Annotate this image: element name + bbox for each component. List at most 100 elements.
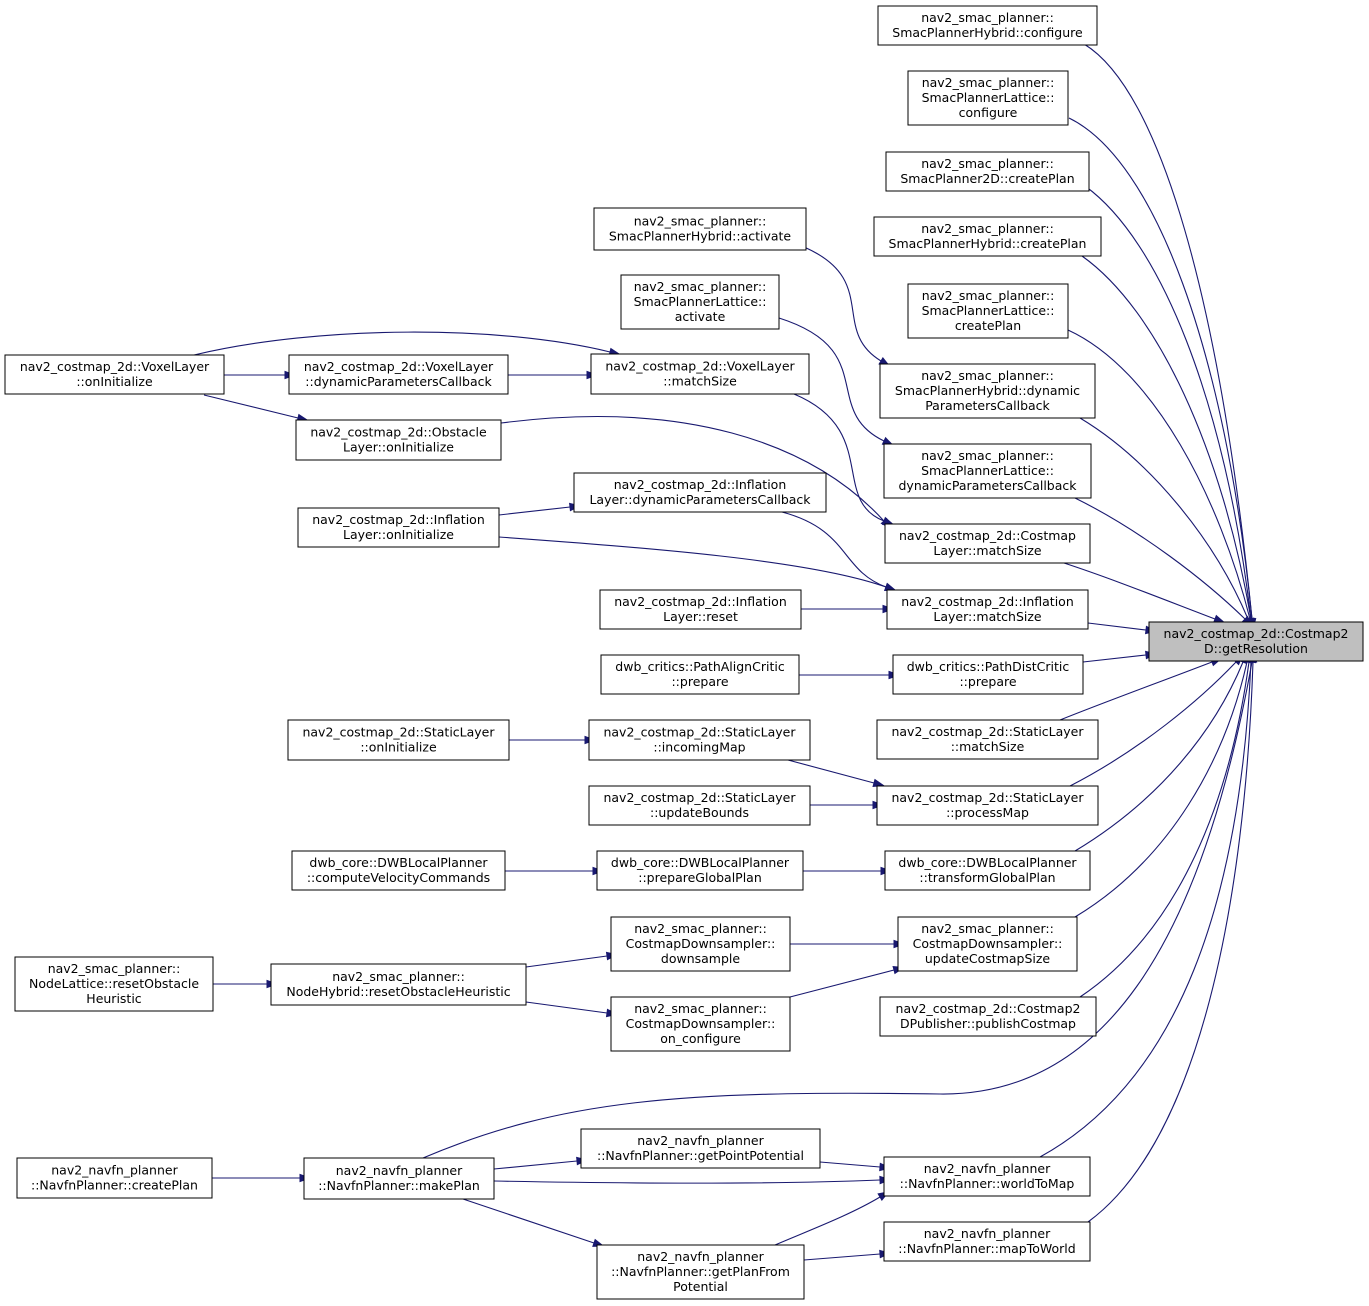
node-voxel-matchsize[interactable]: nav2_costmap_2d::VoxelLayer::matchSize	[590, 353, 810, 395]
edge-dwb-prepareglobalplan-to-dwb-transformglobalplan	[803, 866, 893, 876]
edge-line	[1081, 255, 1252, 620]
node-navfn-worldtomap[interactable]: nav2_navfn_planner::NavfnPlanner::worldT…	[883, 1156, 1091, 1197]
node-pathalign-prepare[interactable]: dwb_critics::PathAlignCritic::prepare	[600, 654, 800, 695]
node-inflation-oninitialize[interactable]: nav2_costmap_2d::InflationLayer::onIniti…	[297, 507, 500, 548]
node-box	[610, 916, 791, 972]
node-box	[573, 472, 827, 513]
node-label: dwb_core::DWBLocalPlanner	[898, 855, 1077, 870]
node-pathdist-prepare[interactable]: dwb_critics::PathDistCritic::prepare	[892, 654, 1084, 695]
node-lattice-dynparams[interactable]: nav2_smac_planner::SmacPlannerLattice::d…	[883, 443, 1092, 499]
edge-line	[525, 1001, 608, 1014]
node-inflation-matchsize[interactable]: nav2_costmap_2d::InflationLayer::matchSi…	[886, 589, 1089, 630]
target-node-box	[1148, 621, 1364, 662]
node-hybrid-activate[interactable]: nav2_smac_planner::SmacPlannerHybrid::ac…	[593, 207, 807, 251]
node-box	[883, 443, 1092, 499]
node-static-incomingmap[interactable]: nav2_costmap_2d::StaticLayer::incomingMa…	[588, 719, 811, 761]
node-box	[297, 507, 500, 548]
node-box	[892, 654, 1084, 695]
node-box	[596, 1244, 805, 1300]
edge-line	[493, 1179, 881, 1184]
node-publisher-publishcostmap[interactable]: nav2_costmap_2d::Costmap2DPublisher::pub…	[879, 996, 1097, 1037]
node-static-oninitialize[interactable]: nav2_costmap_2d::StaticLayer::onInitiali…	[287, 719, 510, 761]
node-label: nav2_costmap_2d::StaticLayer	[603, 790, 796, 805]
node-hybrid-createplan[interactable]: nav2_smac_planner::SmacPlannerHybrid::cr…	[873, 216, 1102, 257]
node-static-matchsize[interactable]: nav2_costmap_2d::StaticLayer::matchSize	[876, 719, 1099, 760]
node-lattice-activate[interactable]: nav2_smac_planner::SmacPlannerLattice::a…	[620, 274, 780, 330]
node-lattice-configure[interactable]: nav2_smac_planner::SmacPlannerLattice::c…	[907, 70, 1069, 126]
node-hybrid-configure[interactable]: nav2_smac_planner::SmacPlannerHybrid::co…	[877, 5, 1098, 46]
node-box	[907, 70, 1069, 126]
node-label: nav2_costmap_2d::VoxelLayer	[605, 359, 795, 374]
edge-line	[1087, 661, 1254, 1223]
node-hybrid-dynparams[interactable]: nav2_smac_planner::SmacPlannerHybrid::dy…	[879, 363, 1096, 419]
node-label: ::prepareGlobalPlan	[638, 870, 762, 885]
node-navfn-getplanfrompotential[interactable]: nav2_navfn_planner::NavfnPlanner::getPla…	[596, 1244, 805, 1300]
node-label: ::matchSize	[951, 739, 1025, 754]
node-planner2d-createplan[interactable]: nav2_smac_planner::SmacPlanner2D::create…	[885, 151, 1090, 192]
node-label: nav2_costmap_2d::VoxelLayer	[304, 359, 494, 374]
node-downsampler-onconfigure[interactable]: nav2_smac_planner::CostmapDownsampler::o…	[610, 996, 791, 1052]
edge-line	[1082, 654, 1147, 663]
node-label: dwb_core::DWBLocalPlanner	[611, 855, 790, 870]
edge-hybrid-activate-to-hybrid-dynparams	[803, 246, 891, 367]
node-navfn-makeplan[interactable]: nav2_navfn_planner::NavfnPlanner::makePl…	[303, 1157, 495, 1200]
node-dwb-transformglobalplan[interactable]: dwb_core::DWBLocalPlanner::transformGlob…	[884, 850, 1091, 891]
node-box	[897, 916, 1078, 972]
node-label: ::prepare	[959, 674, 1016, 689]
edge-navfn-makeplan-to-navfn-worldtomap	[493, 1175, 892, 1185]
node-voxel-dynparams[interactable]: nav2_costmap_2d::VoxelLayer::dynamicPara…	[288, 354, 509, 395]
edge-downsampler-downsample-to-downsampler-updatecostmapsize	[790, 939, 906, 949]
node-label: nav2_costmap_2d::StaticLayer	[891, 790, 1084, 805]
node-navfn-createplan[interactable]: nav2_navfn_planner::NavfnPlanner::create…	[16, 1157, 213, 1199]
edge-line	[1083, 43, 1253, 620]
node-static-processmap[interactable]: nav2_costmap_2d::StaticLayer::processMap	[876, 785, 1099, 826]
node-dwb-prepareglobalplan[interactable]: dwb_core::DWBLocalPlanner::prepareGlobal…	[596, 850, 804, 891]
edge-line	[789, 969, 895, 998]
node-obstacle-oninitialize[interactable]: nav2_costmap_2d::ObstacleLayer::onInitia…	[295, 419, 502, 461]
node-label: CostmapDownsampler::	[913, 936, 1063, 951]
node-downsampler-updatecostmapsize[interactable]: nav2_smac_planner::CostmapDownsampler::u…	[897, 916, 1078, 972]
node-label: nav2_smac_planner::	[921, 921, 1054, 936]
node-navfn-getpointpotential[interactable]: nav2_navfn_planner::NavfnPlanner::getPoi…	[580, 1128, 821, 1169]
node-static-updatebounds[interactable]: nav2_costmap_2d::StaticLayer::updateBoun…	[588, 785, 811, 826]
edge-line	[803, 1253, 881, 1261]
node-lattice-createplan[interactable]: nav2_smac_planner::SmacPlannerLattice::c…	[907, 283, 1069, 339]
node-label: ::dynamicParametersCallback	[305, 374, 492, 389]
edge-line	[1074, 661, 1244, 852]
edge-voxel-dynparams-to-voxel-matchsize	[508, 370, 599, 380]
node-label: ::incomingMap	[653, 740, 745, 755]
node-box	[884, 850, 1091, 891]
node-label: SmacPlannerLattice::	[921, 463, 1054, 478]
edge-line	[1059, 661, 1213, 721]
node-label: Layer::onInitialize	[343, 440, 454, 455]
node-inflation-dynparams[interactable]: nav2_costmap_2d::InflationLayer::dynamic…	[573, 472, 827, 513]
node-getresolution[interactable]: nav2_costmap_2d::Costmap2D::getResolutio…	[1148, 621, 1364, 662]
node-box	[610, 996, 791, 1052]
node-label: nav2_smac_planner::	[921, 156, 1054, 171]
node-label: ::onInitialize	[360, 740, 437, 755]
node-label: dynamicParametersCallback	[898, 478, 1077, 493]
node-box	[885, 151, 1090, 192]
node-label: DPublisher::publishCostmap	[900, 1016, 1076, 1031]
edge-line	[803, 246, 882, 362]
node-voxel-oninitialize[interactable]: nav2_costmap_2d::VoxelLayer::onInitializ…	[4, 354, 225, 395]
edge-line	[203, 394, 299, 419]
node-nodehybrid-resetobstacleheuristic[interactable]: nav2_smac_planner::NodeHybrid::resetObst…	[270, 963, 527, 1006]
edge-lattice-dynparams-to-getresolution	[1074, 497, 1254, 628]
arrowhead	[872, 778, 886, 788]
edge-line	[1039, 661, 1252, 1158]
node-box	[620, 274, 780, 330]
node-label: nav2_costmap_2d::Inflation	[614, 477, 787, 492]
node-label: Potential	[673, 1279, 728, 1294]
node-dwb-computevelocitycommands[interactable]: dwb_core::DWBLocalPlanner::computeVeloci…	[291, 850, 506, 891]
node-nodelattice-resetobstacleheuristic[interactable]: nav2_smac_planner::NodeLattice::resetObs…	[14, 956, 214, 1012]
node-label: NodeHybrid::resetObstacleHeuristic	[286, 984, 510, 999]
node-navfn-maptoworld[interactable]: nav2_navfn_planner::NavfnPlanner::mapToW…	[883, 1221, 1091, 1262]
edge-inflation-oninitialize-to-inflation-matchsize	[498, 536, 897, 591]
node-downsampler-downsample[interactable]: nav2_smac_planner::CostmapDownsampler::d…	[610, 916, 791, 972]
edge-navfn-getpointpotential-to-navfn-worldtomap	[819, 1161, 892, 1172]
node-label: ::onInitialize	[76, 374, 153, 389]
edge-lattice-activate-to-lattice-dynparams	[778, 317, 895, 447]
